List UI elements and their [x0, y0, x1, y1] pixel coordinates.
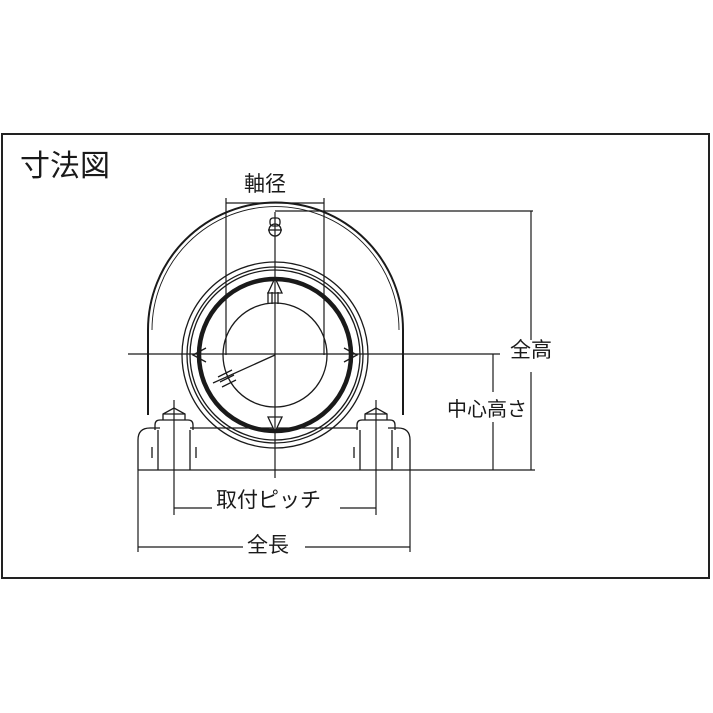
center-height-label: 中心高さ [446, 397, 528, 421]
shaft-diameter-label: 軸径 [244, 172, 286, 196]
center-lines [128, 212, 500, 515]
shaft-dimension [225, 198, 325, 355]
overall-height-label: 全高 [508, 338, 554, 362]
height-dimension [275, 210, 535, 471]
mounting-pitch-label: 取付ピッチ [212, 490, 325, 511]
overall-length-label: 全長 [243, 535, 293, 556]
length-dimension [137, 470, 411, 552]
diagram-title: 寸法図 [20, 149, 110, 184]
